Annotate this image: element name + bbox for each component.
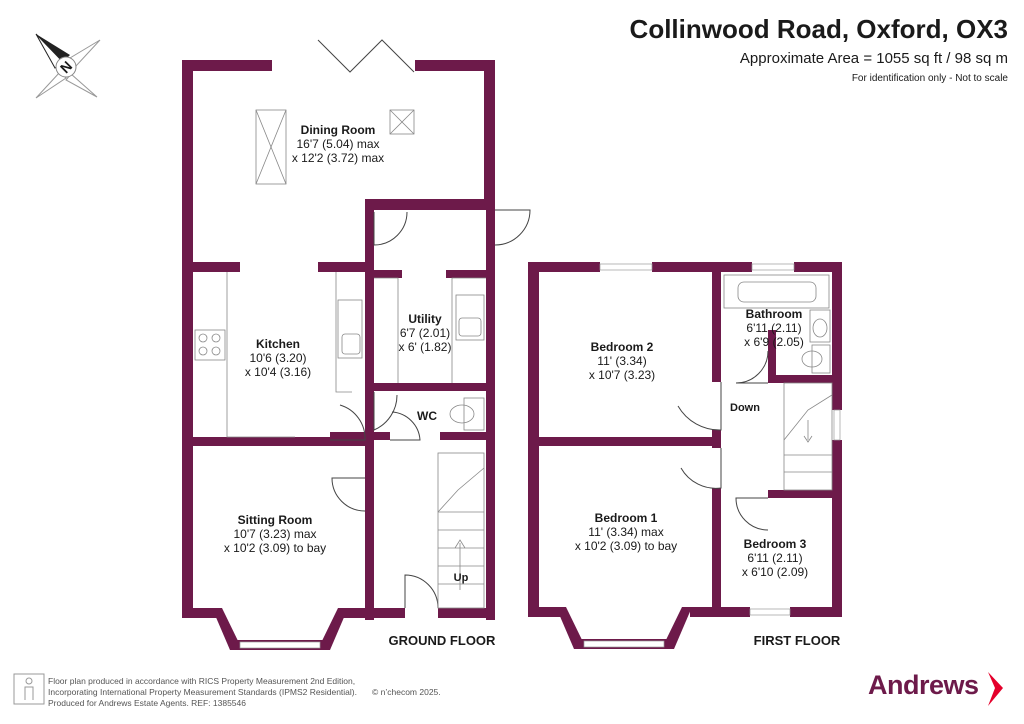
kitchen-dim2: x 10'4 (3.16) [245,365,311,379]
bedroom-2-name: Bedroom 2 [591,340,654,354]
sitting-room-dim1: 10'7 (3.23) max [234,527,317,541]
bedroom-1-dim1: 11' (3.34) max [588,525,663,539]
window-frames [239,263,841,649]
bedroom-3-dim2: x 6'10 (2.09) [742,565,808,579]
footer-line-1: Floor plan produced in accordance with R… [48,676,356,686]
compass-icon: N [35,33,101,99]
bedroom-1-name: Bedroom 1 [595,511,658,525]
brand-logo: Andrews [868,670,979,700]
footer-line-3: Produced for Andrews Estate Agents. REF:… [48,698,246,708]
ground-floor-label: GROUND FLOOR [389,633,496,648]
bathroom-dim1: 6'11 (2.11) [746,321,801,335]
approximate-area: Approximate Area = 1055 sq ft / 98 sq m [739,50,1008,67]
bedroom-3-name: Bedroom 3 [744,537,807,551]
dining-room-dim1: 16'7 (5.04) max [297,137,380,151]
utility-name: Utility [408,312,442,326]
sitting-room-dim2: x 10'2 (3.09) to bay [224,541,326,555]
bathroom-dim2: x 6'9 (2.05) [744,335,804,349]
door-swings [317,39,769,609]
kitchen-name: Kitchen [256,337,300,351]
footer-copyright: © n’checom 2025. [372,687,441,697]
disclaimer-note: For identification only - Not to scale [851,73,1008,84]
dining-room-dim2: x 12'2 (3.72) max [292,151,384,165]
bedroom-3-dim1: 6'11 (2.11) [747,551,802,565]
bedroom-2-dim2: x 10'7 (3.23) [589,368,655,382]
utility-dim1: 6'7 (2.01) [400,326,450,340]
page-title: Collinwood Road, Oxford, OX3 [629,14,1008,44]
bedroom-1-dim2: x 10'2 (3.09) to bay [575,539,677,553]
brand-chevron-icon [988,672,1003,706]
utility-dim2: x 6' (1.82) [399,340,452,354]
first-floor-label: FIRST FLOOR [754,633,841,648]
dining-room-name: Dining Room [301,123,376,137]
fixtures [194,109,833,609]
footer-notes: Floor plan produced in accordance with R… [48,676,441,709]
wc-name: WC [417,409,437,423]
kitchen-dim1: 10'6 (3.20) [250,351,307,365]
stairs-down-label: Down [730,402,760,414]
person-icon [13,673,45,705]
stairs-up-label: Up [454,572,469,584]
ground-floor-walls [182,60,842,620]
sitting-room-name: Sitting Room [238,513,313,527]
bathroom-name: Bathroom [746,307,803,321]
footer-line-2: Incorporating International Property Mea… [48,687,357,697]
bedroom-2-dim1: 11' (3.34) [597,354,646,368]
